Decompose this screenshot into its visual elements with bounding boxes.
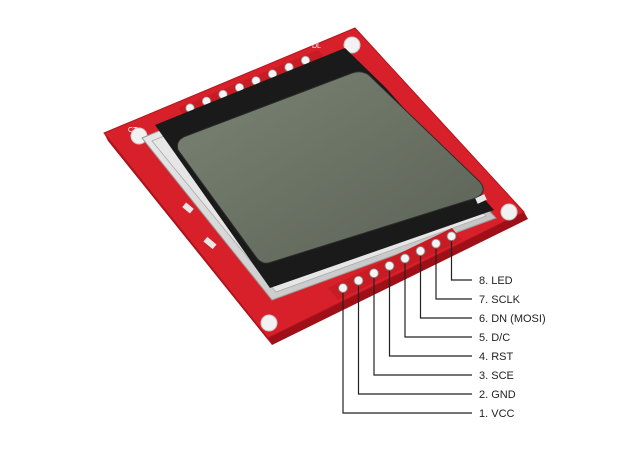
- side-component: [182, 202, 194, 214]
- lcd-screen: [176, 71, 484, 264]
- side-component: [203, 236, 217, 250]
- pin-label: 5. D/C: [479, 332, 510, 344]
- pin-label: 8. LED: [479, 275, 513, 287]
- mounting-hole: [343, 36, 361, 54]
- pin-leader-line: [450, 241, 472, 281]
- pin-labels: 1. VCC 2. GND 3. SCE 4. RST 5. D/C 6. DN (MOS…: [479, 275, 546, 420]
- silkscreen-top-right: DL: [312, 43, 321, 50]
- pin-label: 4. RST: [479, 351, 514, 363]
- pin-label: 6. DN (MOSI): [479, 313, 546, 325]
- pin-label: 2. GND: [479, 389, 516, 401]
- header-pin-bottom: [400, 253, 410, 264]
- pin-leader-line: [419, 256, 472, 319]
- header-pin-bottom: [446, 231, 457, 242]
- pin-leader-line: [435, 248, 472, 300]
- header-pin-bottom: [415, 246, 426, 256]
- header-pin-bottom: [338, 283, 348, 293]
- header-pin-bottom: [369, 268, 379, 279]
- mounting-hole: [500, 203, 518, 221]
- pin-label: 7. SCLK: [479, 294, 521, 306]
- side-component: [475, 194, 487, 204]
- bottom-header-pins: [338, 231, 457, 293]
- pcb-edge-right: [268, 212, 528, 345]
- pin-label: 1. VCC: [479, 408, 515, 420]
- pin-leader-line: [404, 263, 472, 338]
- pin-leader-line: [388, 270, 472, 357]
- pin-leader-line: [357, 285, 472, 395]
- pin-leader-lines: [342, 241, 472, 414]
- header-pin-bottom: [384, 260, 395, 271]
- pin-label: 3. SCE: [479, 370, 514, 382]
- pin-leader-line: [342, 293, 472, 414]
- header-pin-bottom: [353, 275, 364, 286]
- pin-leader-line: [373, 278, 472, 376]
- header-pin-bottom: [431, 238, 441, 249]
- mounting-hole: [260, 314, 278, 332]
